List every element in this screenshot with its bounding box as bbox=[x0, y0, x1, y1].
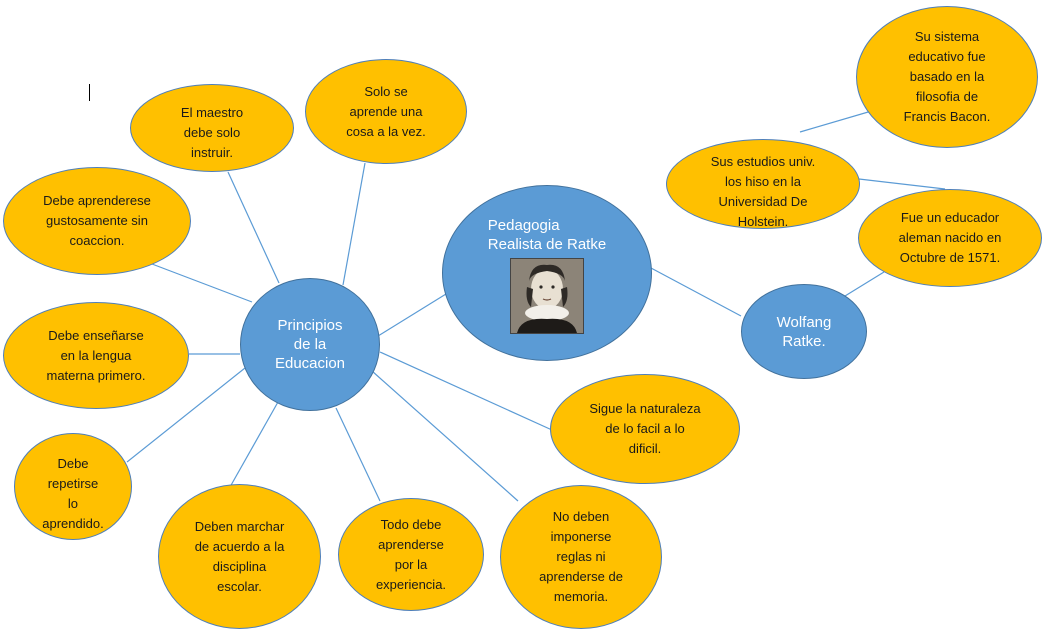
principle-node-experience[interactable]: Todo debe aprenderse por la experiencia. bbox=[338, 498, 484, 611]
principles-center-label: Principios de la Educacion bbox=[274, 317, 346, 372]
principle-node-nature[interactable]: Sigue la naturaleza de lo facil a lo dif… bbox=[550, 374, 740, 484]
connector-line bbox=[844, 271, 885, 297]
principle-node-repeat[interactable]: Debe repetirse lo aprendido. bbox=[14, 433, 132, 540]
principle-node-no-rules[interactable]: No deben imponerse reglas ni aprenderse … bbox=[500, 485, 662, 629]
fact-node-bacon[interactable]: Su sistema educativo fue basado en la fi… bbox=[856, 6, 1038, 148]
connector-line bbox=[342, 162, 366, 286]
ratke-center-label: Pedagogia Realista de Ratke bbox=[487, 217, 607, 253]
principle-node-gladly-learned[interactable]: Debe aprenderese gustosamente sin coacci… bbox=[3, 167, 191, 275]
principle-label: Sigue la naturaleza de lo facil a lo dif… bbox=[589, 401, 701, 456]
connector-line bbox=[126, 367, 246, 463]
principle-node-teacher-instructs[interactable]: El maestro debe solo instruir. bbox=[130, 84, 294, 172]
principle-label: Debe aprenderese gustosamente sin coacci… bbox=[43, 193, 151, 248]
principle-node-discipline[interactable]: Deben marchar de acuerdo a la disciplina… bbox=[158, 484, 321, 629]
principle-label: Debe enseñarse en la lengua materna prim… bbox=[46, 327, 146, 383]
wolfang-node[interactable]: Wolfang Ratke. bbox=[741, 284, 867, 379]
principle-label: Solo se aprende una cosa a la vez. bbox=[346, 83, 426, 139]
connector-line bbox=[151, 263, 253, 303]
connector-line bbox=[371, 370, 519, 502]
connector-line bbox=[377, 293, 447, 337]
principles-center-node[interactable]: Principios de la Educacion bbox=[240, 278, 380, 411]
principle-node-mother-tongue[interactable]: Debe enseñarse en la lengua materna prim… bbox=[3, 302, 189, 409]
portrait-image bbox=[510, 258, 584, 334]
connector-line bbox=[650, 267, 742, 317]
fact-label: Sus estudios univ. los hiso en la Univer… bbox=[710, 154, 816, 229]
principle-label: Todo debe aprenderse por la experiencia. bbox=[375, 516, 447, 592]
text-cursor bbox=[89, 84, 90, 101]
fact-node-birth[interactable]: Fue un educador aleman nacido en Octubre… bbox=[858, 189, 1042, 287]
wolfang-label: Wolfang Ratke. bbox=[776, 313, 832, 350]
fact-node-holstein[interactable]: Sus estudios univ. los hiso en la Univer… bbox=[666, 139, 860, 229]
connector-line bbox=[799, 109, 876, 133]
principle-label: Deben marchar de acuerdo a la disciplina… bbox=[194, 518, 285, 594]
portrait-icon bbox=[511, 259, 583, 333]
fact-label: Fue un educador aleman nacido en Octubre… bbox=[898, 210, 1002, 265]
principle-label: Debe repetirse lo aprendido. bbox=[42, 456, 104, 531]
connector-line bbox=[229, 401, 279, 488]
connector-line bbox=[227, 171, 280, 284]
principle-node-one-thing[interactable]: Solo se aprende una cosa a la vez. bbox=[305, 59, 467, 164]
principle-label: No deben imponerse reglas ni aprenderse … bbox=[539, 509, 623, 604]
connector-line bbox=[335, 407, 381, 502]
principle-label: El maestro debe solo instruir. bbox=[180, 105, 244, 160]
fact-label: Su sistema educativo fue basado en la fi… bbox=[903, 29, 991, 124]
connector-line bbox=[379, 351, 553, 431]
connector-line bbox=[858, 178, 946, 190]
ratke-center-node[interactable]: Pedagogia Realista de Ratke bbox=[442, 185, 652, 361]
